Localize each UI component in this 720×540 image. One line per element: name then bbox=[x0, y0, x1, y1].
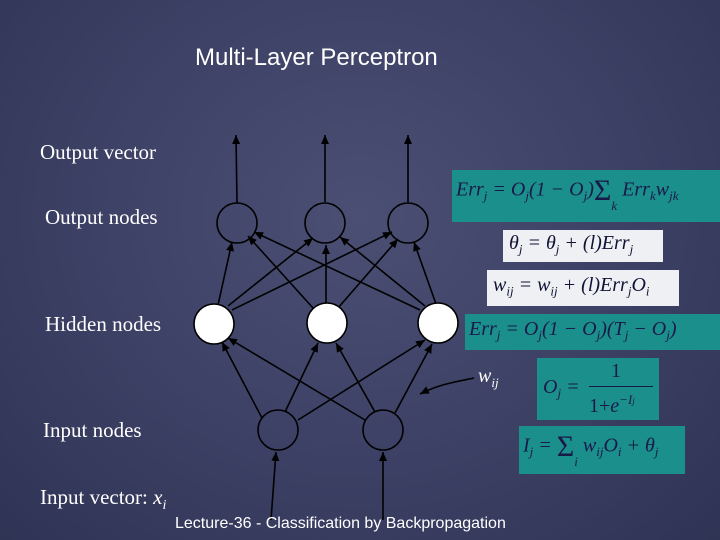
output-node-3 bbox=[387, 202, 429, 244]
edge-in2-h1 bbox=[227, 337, 366, 421]
edge-in1-h3 bbox=[297, 339, 426, 421]
weight-pointer-arrow bbox=[419, 377, 475, 395]
formula-sigmoid: Oj = 1 1+e−Ij bbox=[537, 358, 659, 420]
input-vector-label: Input vector: xi bbox=[40, 485, 166, 514]
formula-error-hidden: Errj = Oj(1 − Oj)(Tj − Oj) bbox=[465, 314, 720, 350]
edge-h2-o1 bbox=[247, 235, 314, 309]
edge-h3-o3 bbox=[413, 241, 437, 305]
hidden-node-1 bbox=[193, 303, 235, 345]
input-node-2 bbox=[362, 409, 404, 451]
formula-bias-update: θj = θj + (l)Errj bbox=[503, 230, 663, 262]
weight-label: wij bbox=[478, 365, 499, 390]
formula-net-input: Ij = Σi wijOi + θj bbox=[519, 426, 685, 474]
edge-in1-h1 bbox=[221, 341, 263, 419]
output-arrow-1 bbox=[232, 134, 241, 204]
slide-footer: Lecture-36 - Classification by Backpropa… bbox=[175, 515, 506, 532]
edge-in2-h3 bbox=[394, 343, 433, 414]
slide-title: Multi-Layer Perceptron bbox=[195, 44, 438, 71]
input-vector-prefix: Input vector: bbox=[40, 485, 154, 509]
hidden-node-3 bbox=[417, 302, 459, 344]
edge-h1-o2 bbox=[227, 237, 314, 307]
edge-h3-o1 bbox=[253, 231, 421, 311]
formula-weight-update: wij = wij + (l)ErrjOi bbox=[487, 270, 679, 306]
edge-in1-h2 bbox=[284, 342, 319, 413]
hidden-nodes-label: Hidden nodes bbox=[45, 312, 162, 336]
output-vector-label: Output vector bbox=[40, 140, 157, 164]
edge-h1-o3 bbox=[231, 231, 393, 311]
input-node-1 bbox=[257, 409, 299, 451]
edge-h1-o1 bbox=[217, 241, 234, 306]
hidden-node-2 bbox=[306, 302, 348, 344]
output-node-1 bbox=[216, 202, 258, 244]
formula-error-output: Errj = Oj(1 − Oj)Σk Errkwjk bbox=[452, 170, 720, 222]
edge-h2-o3 bbox=[337, 238, 399, 309]
input-nodes-label: Input nodes bbox=[43, 418, 142, 442]
input-arrow-1 bbox=[270, 451, 280, 521]
input-vector-var: x bbox=[153, 485, 163, 509]
edge-h3-o2 bbox=[339, 236, 426, 307]
input-vector-sub: i bbox=[162, 498, 167, 514]
output-nodes-label: Output nodes bbox=[45, 205, 158, 229]
output-node-2 bbox=[304, 202, 346, 244]
edge-in2-h2 bbox=[335, 342, 376, 413]
